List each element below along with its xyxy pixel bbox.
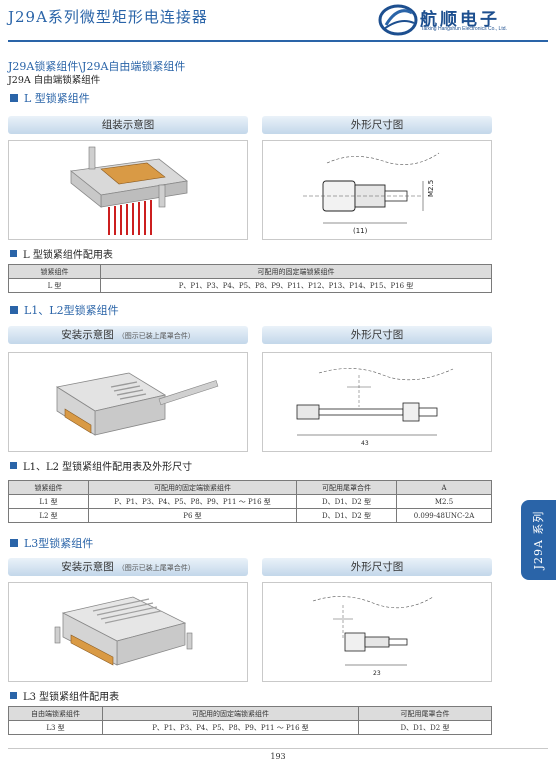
table-cell: P、P1、P3、P4、P5、P8、P9、P11、P12、P13、P14、P15、…: [100, 278, 492, 293]
table-cell: L1 型: [8, 494, 89, 509]
brand-name: 航顺电子: [420, 10, 500, 30]
page-number: 193: [270, 752, 286, 761]
panel-title-text: 安装示意图: [61, 329, 114, 341]
panel-title-text: 安装示意图: [61, 561, 114, 573]
table-cell: P、P1、P3、P4、P5、P8、P9、P11 ～ P16 型: [88, 494, 297, 509]
dimension-label-length: 23: [373, 670, 381, 677]
panel-title-assembly-l3: 安装示意图（图示已装上尾罩合件）: [8, 558, 248, 576]
table-cell: P6 型: [88, 508, 297, 523]
table-header-cell: 可配用尾罩合件: [358, 706, 492, 721]
dimension-label-height: M2.5: [427, 180, 435, 197]
series-side-tab: J29A 系列: [521, 500, 556, 580]
section-heading-l1-l2: L1、L2型锁紧组件: [10, 302, 119, 318]
breadcrumb: J29A锁紧组件\J29A自由端锁紧组件: [8, 60, 186, 73]
dimension-drawing-l1-l2: 43: [262, 352, 492, 452]
table-header-row: 自由端锁紧组件 可配用的固定端锁紧组件 可配用尾罩合件: [8, 706, 492, 721]
panel-title-dimension-l: 外形尺寸图: [262, 116, 492, 134]
spec-table-l3: 自由端锁紧组件 可配用的固定端锁紧组件 可配用尾罩合件 L3 型 P、P1、P3…: [8, 706, 492, 735]
spec-table-l: 锁紧组件 可配用的固定端锁紧组件 L 型 P、P1、P3、P4、P5、P8、P9…: [8, 264, 492, 293]
table-cell: L2 型: [8, 508, 89, 523]
subtitle: J29A 自由端锁紧组件: [8, 75, 101, 86]
table-row: L1 型 P、P1、P3、P4、P5、P8、P9、P11 ～ P16 型 D、D…: [8, 494, 492, 509]
table-cell: P、P1、P3、P4、P5、P8、P9、P11 ～ P16 型: [102, 720, 359, 735]
dimension-label-length: (11): [353, 227, 368, 235]
section-heading-l: L 型锁紧组件: [10, 90, 90, 106]
table-heading-text: L 型锁紧组件配用表: [23, 250, 113, 261]
table-header-cell: 锁紧组件: [8, 480, 89, 495]
footer-rule: [8, 748, 548, 749]
table-row: L3 型 P、P1、P3、P4、P5、P8、P9、P11 ～ P16 型 D、D…: [8, 720, 492, 735]
panel-title-assembly-l: 组装示意图: [8, 116, 248, 134]
table-header-cell: 自由端锁紧组件: [8, 706, 103, 721]
section-heading-text: L1、L2型锁紧组件: [24, 304, 119, 317]
table-header-row: 锁紧组件 可配用的固定端锁紧组件: [8, 264, 492, 279]
table-heading-l1-l2: L1、L2 型锁紧组件配用表及外形尺寸: [10, 458, 192, 473]
assembly-image-l: [8, 140, 248, 240]
series-side-tab-label: J29A 系列: [532, 510, 545, 570]
assembly-image-l3: [8, 582, 248, 682]
dimension-label-length: 43: [361, 440, 369, 447]
panel-title-note: （图示已装上尾罩合件）: [117, 564, 195, 572]
table-cell: L 型: [8, 278, 101, 293]
panel-title-text: 组装示意图: [101, 119, 155, 131]
table-header-cell: A: [396, 480, 492, 495]
table-cell: D、D1、D2 型: [296, 494, 397, 509]
table-heading-l: L 型锁紧组件配用表: [10, 246, 113, 261]
section-heading-l3: L3型锁紧组件: [10, 535, 93, 551]
table-heading-text: L3 型锁紧组件配用表: [23, 692, 120, 703]
page-title: J29A系列微型矩形电连接器: [8, 8, 208, 26]
table-cell: D、D1、D2 型: [296, 508, 397, 523]
dimension-drawing-l: M2.5 (11): [262, 140, 492, 240]
square-bullet-icon: [10, 94, 18, 102]
table-row: L 型 P、P1、P3、P4、P5、P8、P9、P11、P12、P13、P14、…: [8, 278, 492, 293]
header-rule: [8, 40, 548, 42]
table-header-row: 锁紧组件 可配用的固定端锁紧组件 可配用尾罩合件 A: [8, 480, 492, 495]
panel-title-text: 外形尺寸图: [350, 329, 404, 341]
section-heading-text: L 型锁紧组件: [24, 92, 90, 105]
square-bullet-icon: [10, 462, 17, 469]
panel-title-note: （图示已装上尾罩合件）: [117, 332, 195, 340]
table-cell: D、D1、D2 型: [358, 720, 492, 735]
brand-english-name: Taixing Hangshun Electronics Co., Ltd.: [421, 26, 507, 32]
table-cell: 0.099-48UNC-2A: [396, 508, 492, 523]
brand-logo: 航顺电子 Taixing Hangshun Electronics Co., L…: [378, 3, 548, 39]
square-bullet-icon: [10, 539, 18, 547]
table-row: L2 型 P6 型 D、D1、D2 型 0.099-48UNC-2A: [8, 508, 492, 523]
table-header-cell: 可配用尾罩合件: [296, 480, 397, 495]
panel-title-dimension-l1-l2: 外形尺寸图: [262, 326, 492, 344]
table-heading-l3: L3 型锁紧组件配用表: [10, 688, 119, 703]
brand-logo-icon: [378, 4, 418, 36]
table-heading-text: L1、L2 型锁紧组件配用表及外形尺寸: [23, 462, 193, 473]
table-header-cell: 可配用的固定端锁紧组件: [102, 706, 359, 721]
panel-title-dimension-l3: 外形尺寸图: [262, 558, 492, 576]
panel-title-text: 外形尺寸图: [350, 119, 404, 131]
panel-title-assembly-l1-l2: 安装示意图（图示已装上尾罩合件）: [8, 326, 248, 344]
spec-table-l1-l2: 锁紧组件 可配用的固定端锁紧组件 可配用尾罩合件 A L1 型 P、P1、P3、…: [8, 480, 492, 523]
table-header-cell: 锁紧组件: [8, 264, 101, 279]
table-cell: L3 型: [8, 720, 103, 735]
panel-title-text: 外形尺寸图: [350, 561, 404, 573]
table-header-cell: 可配用的固定端锁紧组件: [100, 264, 492, 279]
table-header-cell: 可配用的固定端锁紧组件: [88, 480, 297, 495]
square-bullet-icon: [10, 306, 18, 314]
square-bullet-icon: [10, 692, 17, 699]
section-heading-text: L3型锁紧组件: [24, 537, 94, 550]
square-bullet-icon: [10, 250, 17, 257]
table-cell: M2.5: [396, 494, 492, 509]
assembly-image-l1-l2: [8, 352, 248, 452]
dimension-drawing-l3: 23: [262, 582, 492, 682]
